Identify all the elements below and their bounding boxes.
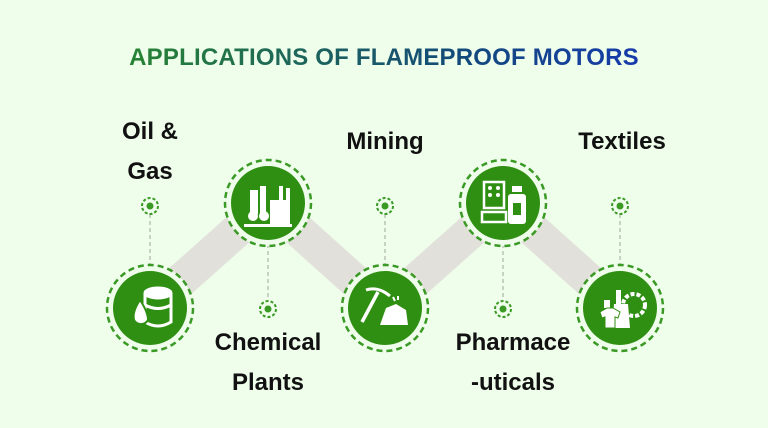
label-oil-gas: Oil & Gas (90, 112, 210, 192)
label-oil-gas-line1: Oil & (121, 118, 178, 145)
chemical-plant-icon (244, 186, 292, 227)
dot-markers (141, 197, 629, 318)
node-mining (340, 263, 430, 353)
pickaxe-ore-icon (360, 287, 408, 325)
dot-marker-pharma (494, 300, 512, 318)
label-mining-line1: Mining (346, 128, 424, 155)
dot-marker-chemical (259, 300, 277, 318)
connector-lines (149, 214, 621, 300)
label-pharma-line1: Pharmace (455, 329, 571, 356)
dot-marker-textiles (611, 197, 629, 215)
dot-marker-mining (376, 197, 394, 215)
label-mining: Mining (325, 122, 445, 162)
label-chemical-plants: Chemical Plants (198, 323, 338, 403)
dot-marker-oil-gas (141, 197, 159, 215)
medicine-bottle-pills-icon (480, 180, 526, 224)
label-pharmaceuticals: Pharmace -uticals (438, 323, 588, 403)
page-title: APPLICATIONS OF FLAMEPROOF MOTORS (0, 44, 768, 72)
label-oil-gas-line2: Gas (127, 158, 173, 185)
node-oil-gas (105, 263, 195, 353)
label-chemical-line1: Chemical (214, 329, 322, 356)
node-chemical-plants (223, 158, 313, 248)
label-textiles-line1: Textiles (578, 128, 666, 155)
oil-barrel-drop-icon (132, 286, 173, 328)
textile-factory-gear-icon (599, 290, 647, 329)
label-chemical-line2: Plants (231, 369, 305, 396)
node-textiles (575, 263, 665, 353)
label-textiles: Textiles (560, 122, 684, 162)
node-pharmaceuticals (458, 158, 548, 248)
label-pharma-line2: -uticals (470, 369, 556, 396)
